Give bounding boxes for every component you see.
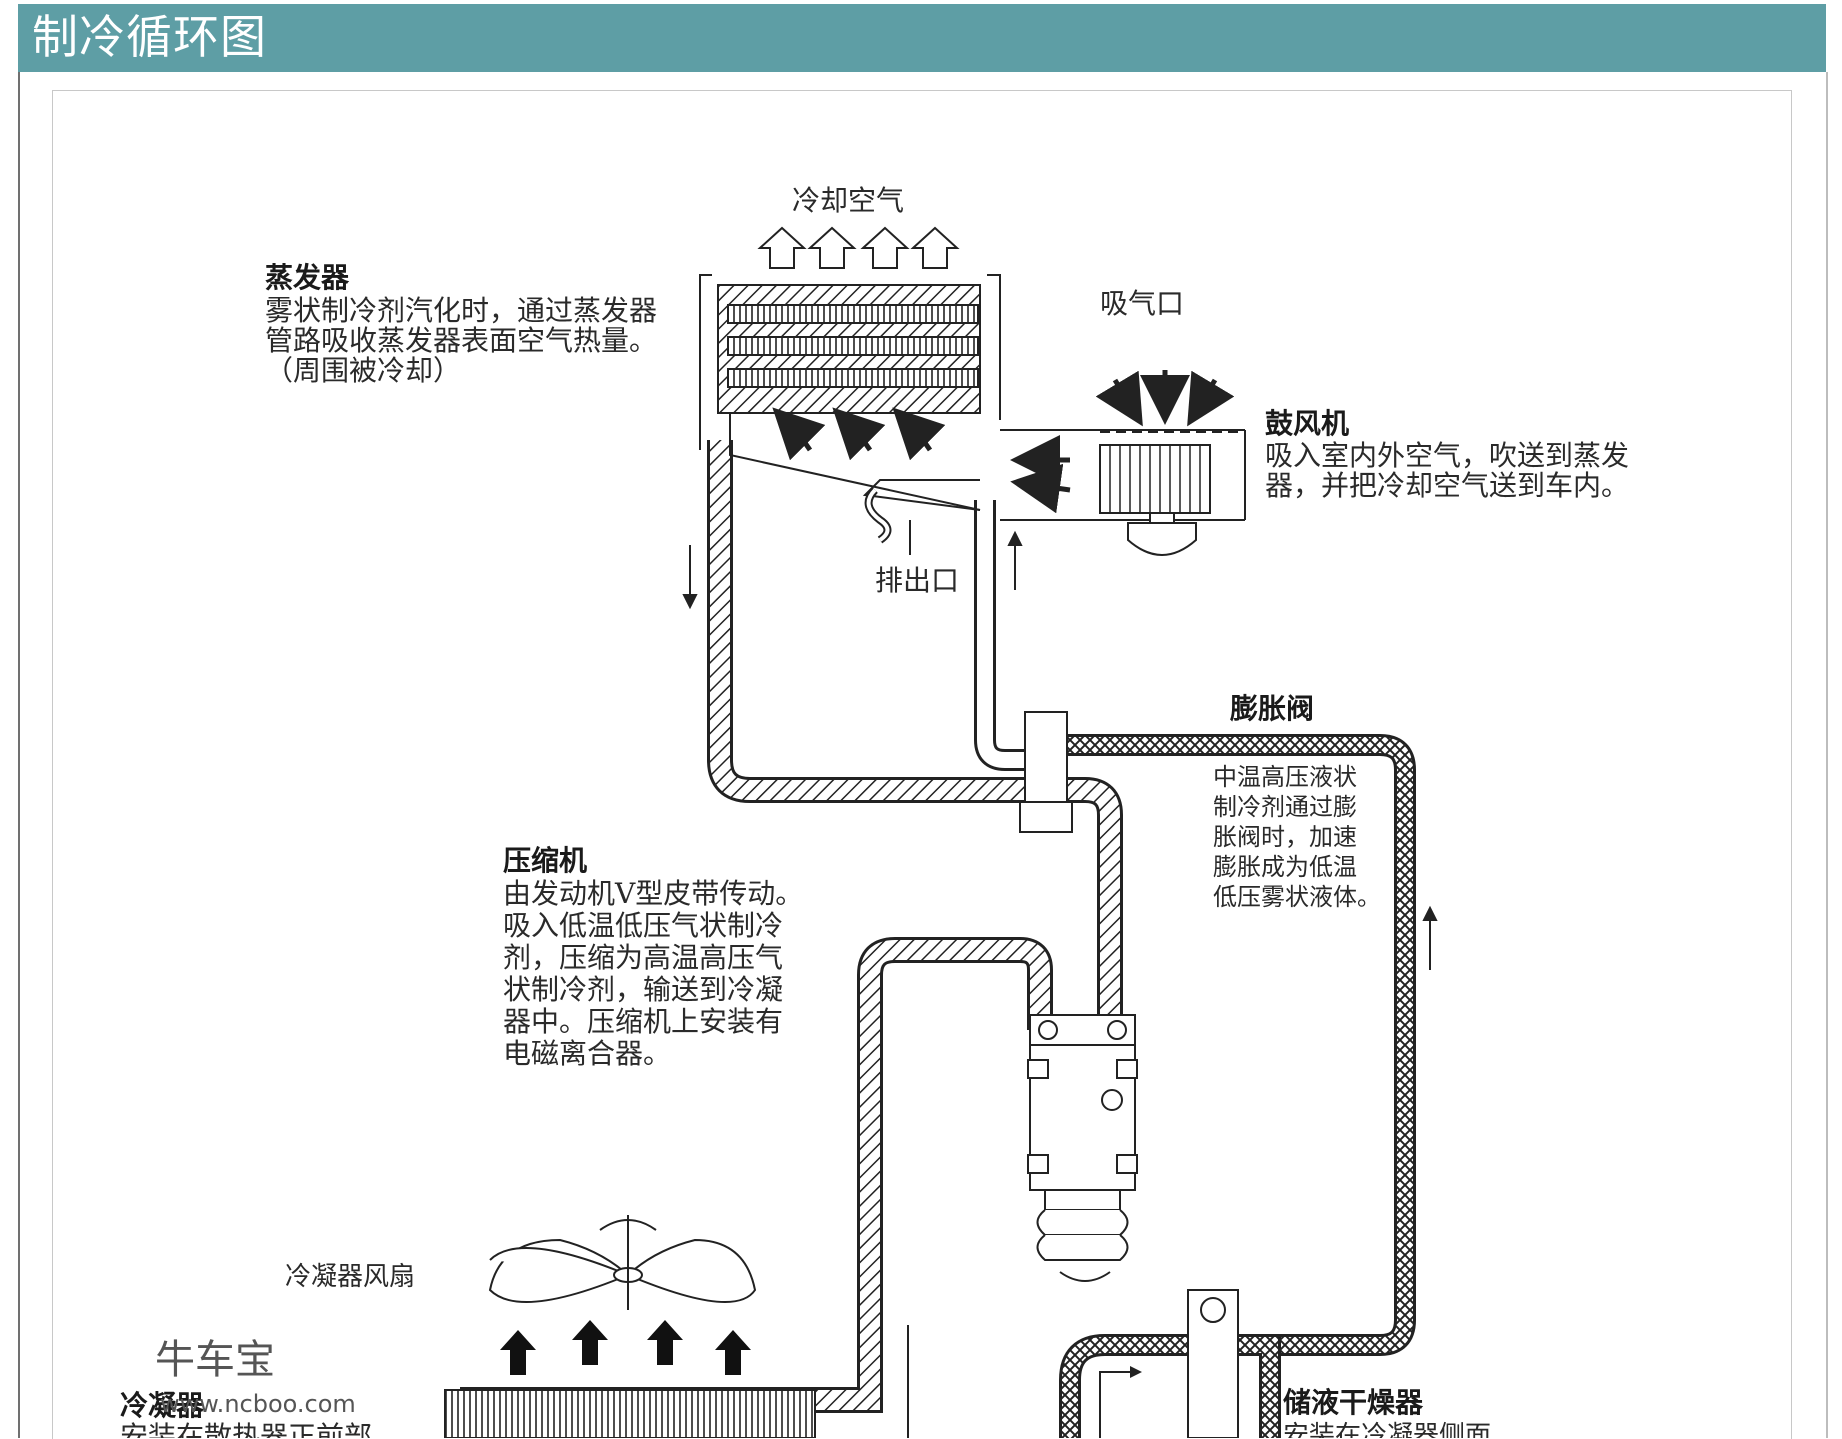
intake-label: 吸气口 <box>1100 287 1184 320</box>
compressor-desc-4: 状制冷剂，输送到冷凝 <box>503 973 783 1006</box>
evaporator-airflow-arrows <box>772 407 1071 514</box>
receiver-drier <box>1099 1289 1239 1438</box>
frame-left-border <box>18 72 20 1438</box>
condenser-desc-1: 安装在散热器正前部 <box>120 1420 372 1438</box>
receiver-drier-title: 储液干燥器 <box>1283 1386 1424 1419</box>
condenser-fan <box>488 1215 757 1310</box>
flow-direction-arrows <box>682 530 1438 970</box>
expansion-valve-desc-2: 制冷剂通过膨 <box>1213 793 1357 821</box>
expansion-valve <box>1019 711 1073 833</box>
condenser-airflow-arrows <box>500 1320 751 1375</box>
blower-desc-2: 器，并把冷却空气送到车内。 <box>1265 469 1629 502</box>
compressor-to-condenser-pipe <box>460 937 1053 1413</box>
evaporator-desc-1: 雾状制冷剂汽化时，通过蒸发器 <box>265 294 657 327</box>
expansion-valve-desc-3: 胀阀时，加速 <box>1213 823 1357 851</box>
blower-title: 鼓风机 <box>1265 407 1349 440</box>
evaporator-title: 蒸发器 <box>265 261 350 294</box>
receiver-drier-desc-1: 安装在冷凝器侧面 <box>1283 1421 1491 1438</box>
compressor-title: 压缩机 <box>503 844 587 877</box>
condenser-unit <box>444 1325 909 1438</box>
blower-unit <box>1099 431 1245 556</box>
compressor-unit <box>1027 1014 1138 1282</box>
condenser-fan-label: 冷凝器风扇 <box>285 1262 415 1292</box>
compressor-desc-5: 器中。压缩机上安装有 <box>503 1005 783 1038</box>
compressor-desc-2: 吸入低温低压气状制冷 <box>503 909 783 942</box>
expansion-valve-desc-1: 中温高压液状 <box>1213 763 1357 791</box>
condenser-title: 冷凝器 <box>120 1389 205 1422</box>
drain-label: 排出口 <box>875 564 959 597</box>
watermark-url: www.ncboo.com <box>160 1390 356 1418</box>
compressor-desc-6: 电磁离合器。 <box>503 1037 671 1070</box>
compressor-desc-1: 由发动机V型皮带传动。 <box>503 877 803 910</box>
cooling-air-label: 冷却空气 <box>792 184 904 217</box>
expansion-valve-desc-4: 膨胀成为低温 <box>1213 853 1357 881</box>
evaporator-desc-3: （周围被冷却） <box>265 354 461 387</box>
high-pressure-liquid-pipe <box>1059 734 1416 1438</box>
compressor-desc-3: 剂，压缩为高温高压气 <box>503 941 783 974</box>
cooling-air-arrows <box>757 226 960 269</box>
blower-desc-1: 吸入室内外空气，吹送到蒸发 <box>1265 439 1629 472</box>
header-bar: 制冷循环图 <box>18 4 1826 72</box>
frame-right-border <box>1826 72 1828 1438</box>
page-title: 制冷循环图 <box>32 10 267 64</box>
evaporator-desc-2: 管路吸收蒸发器表面空气热量。 <box>265 324 657 357</box>
watermark-brand: 牛车宝 <box>155 1337 275 1383</box>
expansion-valve-desc-5: 低压雾状液体。 <box>1213 883 1381 911</box>
expansion-valve-title: 膨胀阀 <box>1229 692 1314 725</box>
evaporator-unit <box>699 274 1246 555</box>
intake-arrows <box>1095 370 1235 427</box>
low-pressure-pipe <box>707 440 1123 1030</box>
